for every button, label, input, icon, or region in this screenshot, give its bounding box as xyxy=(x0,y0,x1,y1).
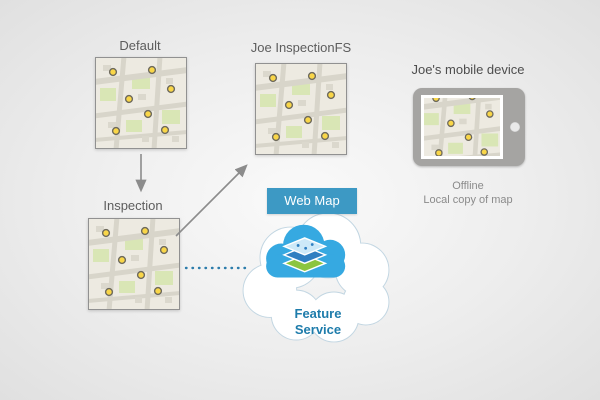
local-copy-note: Local copy of map xyxy=(423,194,513,206)
map-thumbnail-icon xyxy=(89,219,179,309)
joe-inspectionfs-version-label: Joe InspectionFS xyxy=(250,40,352,55)
tablet-home-button-icon xyxy=(510,122,520,132)
inspection-map-thumbnail xyxy=(88,218,180,310)
offline-status-label: Offline xyxy=(452,180,484,192)
joe-inspectionfs-map-thumbnail xyxy=(255,63,347,155)
tablet-screen-map xyxy=(421,95,503,159)
default-map-thumbnail xyxy=(95,57,187,149)
map-thumbnail-icon xyxy=(424,98,500,156)
mobile-device-label: Joe's mobile device xyxy=(411,62,525,77)
default-version-label: Default xyxy=(119,38,161,53)
feature-service-label: Feature Service xyxy=(294,306,342,337)
tablet-device-icon xyxy=(413,88,525,166)
inspection-version-label: Inspection xyxy=(103,198,163,213)
layers-icon xyxy=(282,237,328,273)
map-thumbnail-icon xyxy=(256,64,346,154)
map-thumbnail-icon xyxy=(96,58,186,148)
web-map-banner: Web Map xyxy=(267,188,357,214)
feature-service-cloud xyxy=(242,212,390,343)
